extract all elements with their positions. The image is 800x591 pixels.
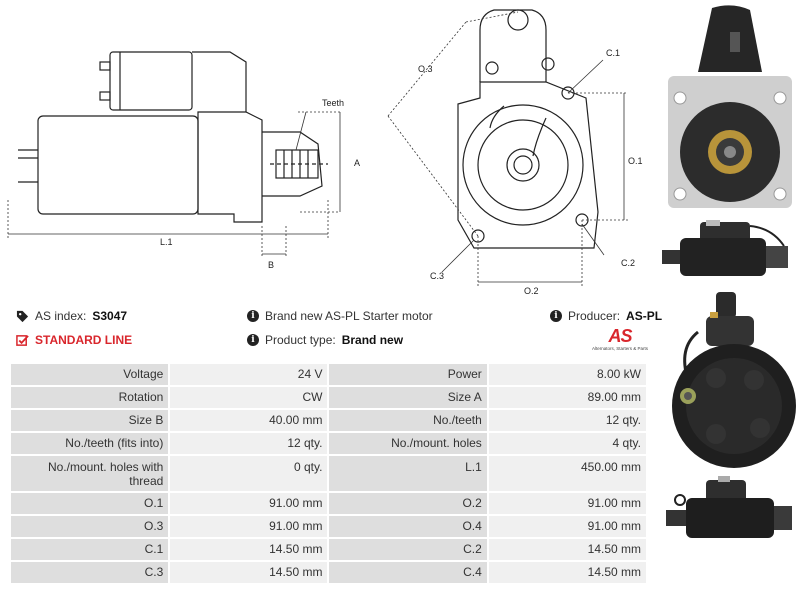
standard-line-line: STANDARD LINE: [16, 333, 132, 347]
logo-tagline: Alternators, Starters & Parts: [591, 346, 649, 351]
spec-label: C.3: [11, 562, 169, 583]
spec-value: 91.00 mm: [170, 516, 328, 537]
spec-value: 14.50 mm: [170, 562, 328, 583]
front-view-drawing: O.3 C.1 O.1 C.2 C.3 O.2: [387, 9, 643, 296]
spec-value: 0 qty.: [170, 456, 328, 491]
photo-rear-view: [672, 292, 796, 468]
photo-side-view-small: [662, 220, 788, 276]
spec-value: 91.00 mm: [170, 493, 328, 514]
spec-label: C.1: [11, 539, 169, 560]
producer-logo: AS Alternators, Starters & Parts: [588, 327, 652, 355]
spec-label: O.1: [11, 493, 169, 514]
spec-label: C.4: [329, 562, 487, 583]
spec-value: 24 V: [170, 364, 328, 385]
spec-value: 14.50 mm: [488, 539, 646, 560]
dim-c1-label: C.1: [606, 48, 620, 58]
tag-icon: [16, 310, 29, 322]
photo-front-view: [668, 5, 792, 208]
product-type-label: Product type:: [265, 333, 336, 347]
spec-label: Size A: [329, 387, 487, 408]
spec-value: 12 qty.: [170, 433, 328, 454]
producer-line: i Producer: AS-PL: [550, 309, 662, 323]
dim-o1-label: O.1: [628, 156, 643, 166]
description-line: i Brand new AS-PL Starter motor: [247, 309, 433, 323]
spec-label: No./teeth (fits into): [11, 433, 169, 454]
spec-label: O.4: [329, 516, 487, 537]
product-type-line: i Product type: Brand new: [247, 333, 403, 347]
spec-value: 14.50 mm: [488, 562, 646, 583]
as-index-line: AS index: S3047: [16, 309, 127, 323]
product-type-value: Brand new: [341, 333, 404, 347]
spec-value: 40.00 mm: [170, 410, 328, 431]
spec-value: 91.00 mm: [488, 493, 646, 514]
table-row: No./teeth (fits into)12 qty.No./mount. h…: [11, 433, 646, 454]
as-index-value: S3047: [92, 309, 128, 323]
spec-value: 8.00 kW: [488, 364, 646, 385]
spec-label: Size B: [11, 410, 169, 431]
logo-mark: AS: [608, 326, 632, 346]
spec-value: 89.00 mm: [488, 387, 646, 408]
dim-c3-label: C.3: [430, 271, 444, 281]
spec-value: CW: [170, 387, 328, 408]
dim-b-label: B: [268, 260, 274, 270]
spec-label: No./mount. holes with thread: [11, 456, 169, 491]
dim-a-label: A: [354, 158, 360, 168]
spec-value: 91.00 mm: [488, 516, 646, 537]
dim-o3-label: O.3: [418, 64, 433, 74]
spec-label: O.3: [11, 516, 169, 537]
spec-value: 4 qty.: [488, 433, 646, 454]
dim-l1-label: L.1: [160, 237, 173, 247]
description-text: Brand new AS-PL Starter motor: [265, 309, 433, 323]
photo-side-view-large: [666, 476, 792, 538]
spec-value: 450.00 mm: [488, 456, 646, 491]
spec-label: No./teeth: [329, 410, 487, 431]
spec-label: Rotation: [11, 387, 169, 408]
side-view-drawing: Teeth A B L.1: [7, 51, 360, 270]
dim-c2-label: C.2: [621, 258, 635, 268]
spec-label: No./mount. holes: [329, 433, 487, 454]
spec-label: Power: [329, 364, 487, 385]
spec-label: Voltage: [11, 364, 169, 385]
spec-label: L.1: [329, 456, 487, 491]
spec-label: C.2: [329, 539, 487, 560]
info-icon: i: [247, 310, 259, 322]
standard-line-label: STANDARD LINE: [35, 333, 133, 347]
producer-label: Producer:: [568, 309, 621, 323]
as-index-label: AS index:: [35, 309, 87, 323]
spec-value: 14.50 mm: [170, 539, 328, 560]
info-icon: i: [550, 310, 562, 322]
spec-label: O.2: [329, 493, 487, 514]
producer-value: AS-PL: [626, 309, 663, 323]
dim-o2-label: O.2: [524, 286, 539, 296]
check-square-icon: [16, 334, 29, 346]
teeth-label: Teeth: [322, 98, 344, 108]
info-icon: i: [247, 334, 259, 346]
spec-value: 12 qty.: [488, 410, 646, 431]
